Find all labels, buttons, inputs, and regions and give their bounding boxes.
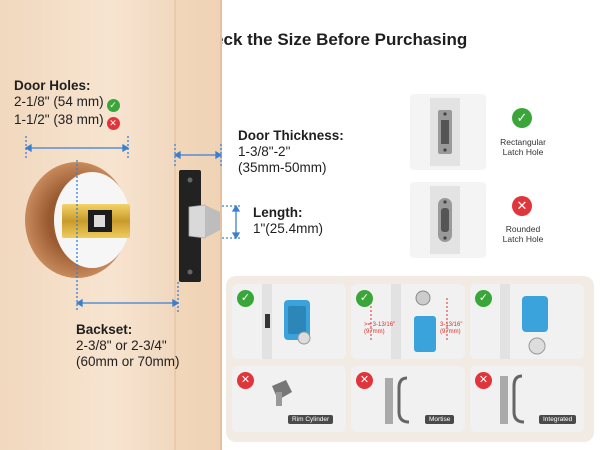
compat-cell-5-cross-icon: ✕: [356, 372, 373, 389]
integrated-tag: Integrated: [539, 415, 577, 424]
backset-mm: (60mm or 70mm): [76, 354, 180, 369]
door-thickness-inches: 1-3/8"-2": [238, 144, 291, 159]
round-latch-cross-icon: ✕: [512, 196, 532, 216]
rect-latch-caption-2: Latch Hole: [502, 147, 544, 157]
round-latch-plate-icon: [430, 186, 460, 254]
length-value: 1"(25.4mm): [253, 221, 324, 236]
round-latch-card: [410, 182, 486, 258]
backset-heading: Backset:: [76, 322, 133, 337]
cross-icon: ✕: [106, 117, 120, 130]
door-thickness-label: Door Thickness: 1-3/8"-2" (35mm-50mm): [238, 128, 344, 176]
rect-latch-caption-1: Rectangular: [500, 137, 546, 147]
rect-latch-caption: Rectangular Latch Hole: [488, 137, 558, 157]
measure-left-mm: (97mm): [364, 329, 385, 335]
rim-cylinder-tag: Rim Cylinder: [288, 415, 334, 424]
round-latch-caption: Rounded Latch Hole: [488, 224, 558, 244]
measure-left: >= 3-13/16" (97mm): [364, 322, 395, 336]
length-label: Length: 1"(25.4mm): [253, 205, 323, 237]
rect-latch-check-icon: ✓: [512, 108, 532, 128]
measure-right-mm: (97mm): [440, 329, 461, 335]
door-thickness-mm: (35mm-50mm): [238, 160, 327, 175]
compat-cell-6-cross-icon: ✕: [475, 372, 492, 389]
door-holes-ok-value: 2-1/8" (54 mm): [14, 94, 104, 109]
mortise-tag: Mortise: [425, 415, 455, 424]
compat-cell-keypad-ok: [232, 284, 346, 359]
rect-latch-plate-icon: [430, 98, 460, 166]
measure-left-in: >= 3-13/16": [364, 322, 396, 328]
backset-inches: 2-3/8" or 2-3/4": [76, 338, 167, 353]
compat-cell-1-check-icon: ✓: [237, 290, 254, 307]
length-heading: Length:: [253, 205, 303, 220]
backset-label: Backset: 2-3/8" or 2-3/4" (60mm or 70mm): [76, 322, 180, 370]
round-latch-caption-2: Latch Hole: [502, 234, 544, 244]
door-holes-no-value: 1-1/2" (38 mm): [14, 112, 104, 127]
rect-latch-card: [410, 94, 486, 170]
compat-cell-3-check-icon: ✓: [475, 290, 492, 307]
measure-right: 3-13/16" (97mm): [440, 322, 462, 336]
measure-right-in: 3-13/16": [440, 322, 463, 328]
compat-cell-4-cross-icon: ✕: [237, 372, 254, 389]
compat-cell-2-check-icon: ✓: [356, 290, 373, 307]
check-icon: ✓: [106, 99, 120, 112]
door-thickness-heading: Door Thickness:: [238, 128, 344, 143]
door-holes-label: Door Holes: 2-1/8" (54 mm)✓ 1-1/2" (38 m…: [14, 78, 120, 130]
round-latch-caption-1: Rounded: [505, 224, 541, 234]
door-holes-heading: Door Holes:: [14, 78, 91, 93]
